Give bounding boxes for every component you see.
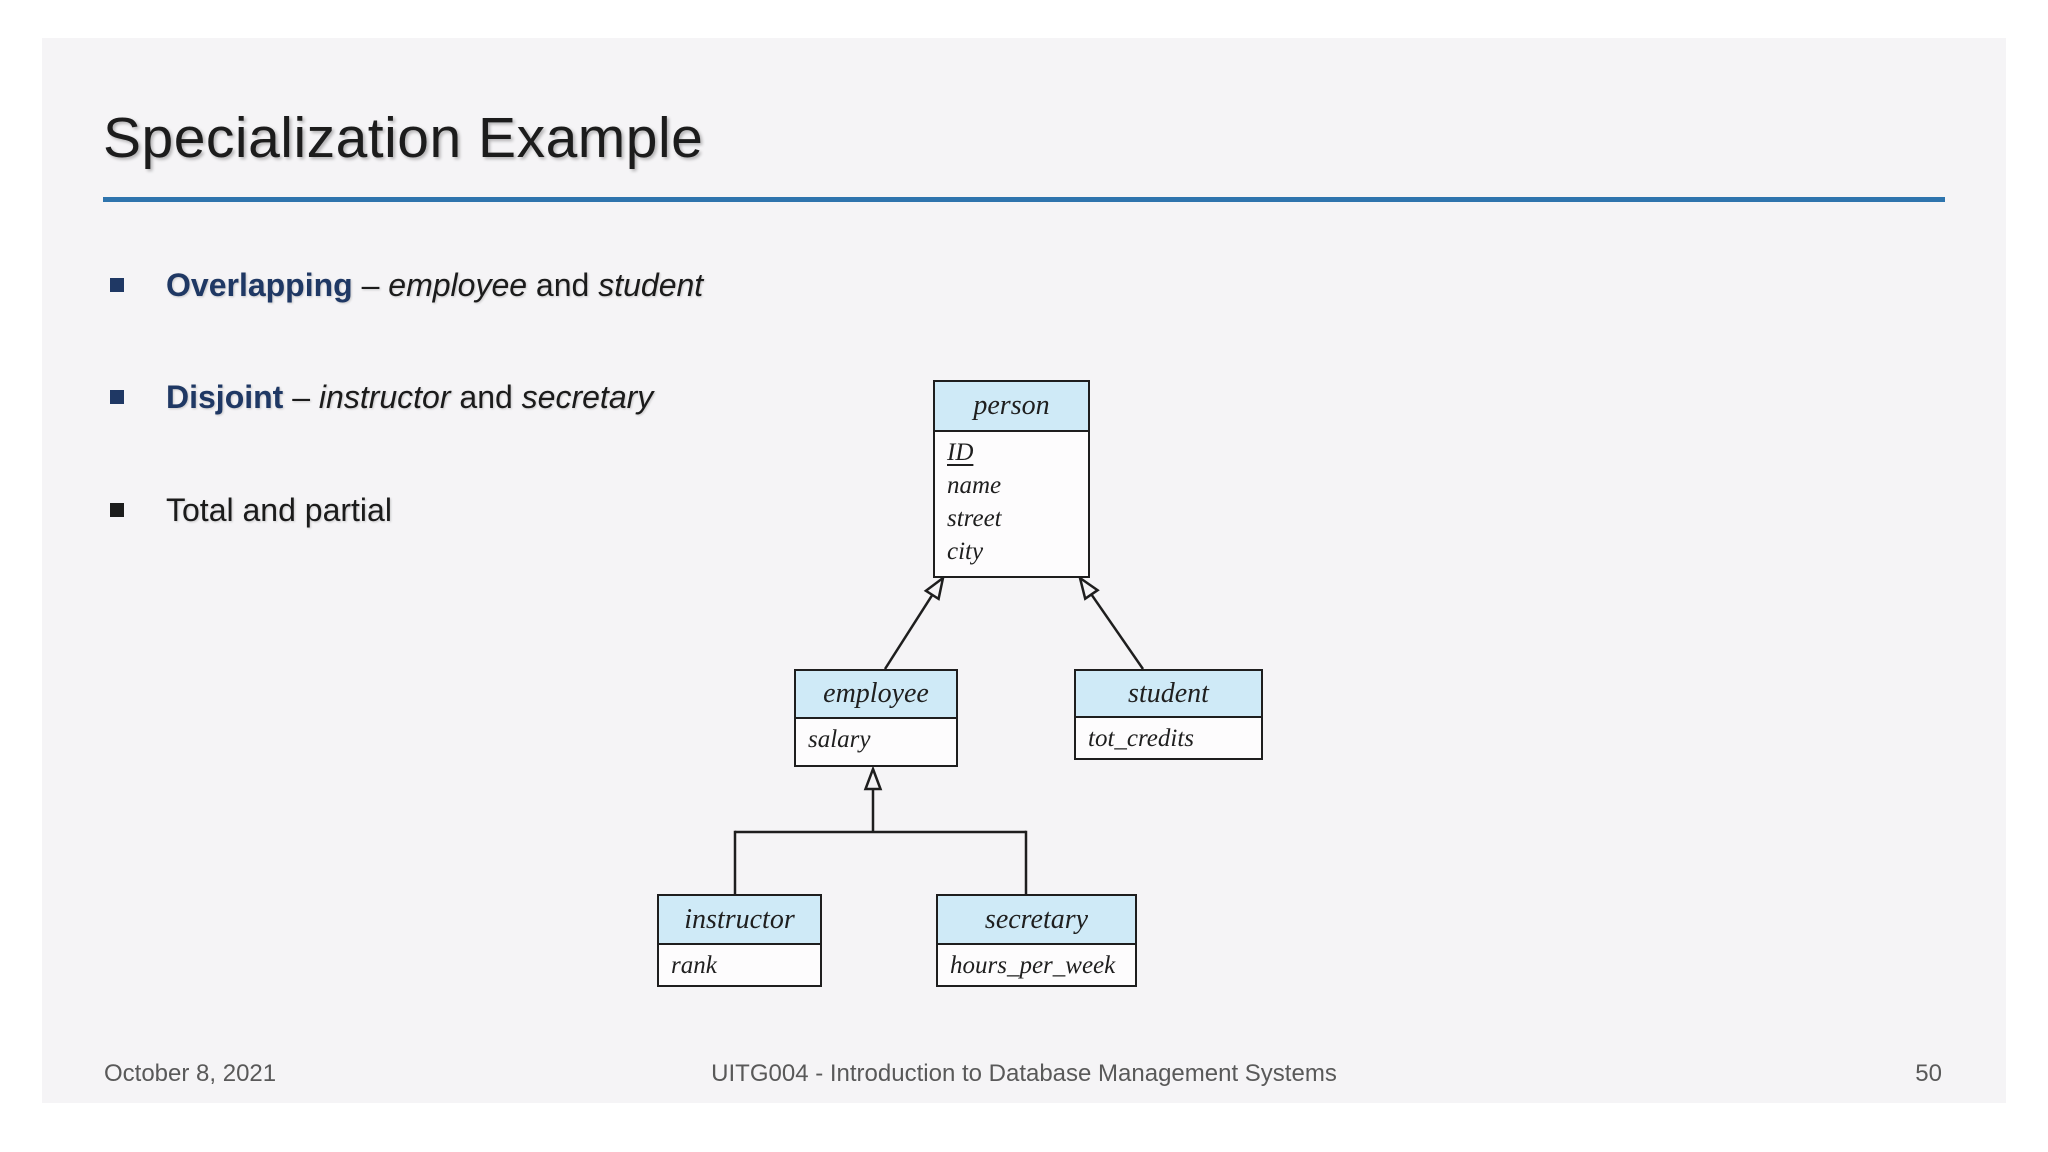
bullet-item-disjoint: Disjoint – instructor and secretary [110,377,1010,417]
entity-secretary: secretary hours_per_week [936,894,1137,987]
entity-header: secretary [938,896,1135,945]
entity-header: employee [796,671,956,719]
entity-header: person [935,382,1088,432]
bullet-term: student [598,267,704,303]
bullet-separator: – [283,379,319,415]
entity-attributes: rank [659,945,820,982]
entity-header: student [1076,671,1261,718]
bullet-conjunction: and [527,267,599,303]
bullet-keyword: Overlapping [166,267,353,303]
page-title: Specialization Example [103,106,704,170]
bullet-text: Total and partial [166,492,392,528]
entity-attributes: tot_credits [1076,718,1261,755]
bullet-item-overlapping: Overlapping – employee and student [110,265,1010,305]
entity-name: secretary [984,903,1089,935]
bullet-conjunction: and [450,379,522,415]
bullet-term: secretary [521,379,654,415]
entity-attribute: rank [671,952,717,979]
bullet-term: employee [388,267,528,303]
entity-attributes: salary [796,719,956,756]
bullet-term: instructor [318,379,451,415]
bullet-text: Overlapping – employee and student [166,265,703,305]
entity-attribute: tot_credits [1088,725,1195,752]
entity-attribute: salary [808,726,871,753]
entity-name: instructor [684,903,795,935]
entity-name: person [973,390,1050,421]
entity-employee: employee salary [794,669,958,767]
bullet-square-icon [110,390,124,404]
entity-attribute: city [947,538,984,565]
entity-instructor: instructor rank [657,894,822,987]
bullet-text: Disjoint – instructor and secretary [166,377,653,417]
title-underline [103,197,1945,202]
entity-attributes: ID name street city [935,432,1088,568]
entity-name: employee [823,678,929,709]
footer-page-number: 50 [1915,1060,1942,1087]
bullet-separator: – [352,267,389,303]
bullet-square-icon [110,503,124,517]
entity-header: instructor [659,896,820,945]
entity-student: student tot_credits [1074,669,1263,760]
entity-attribute: hours_per_week [950,952,1116,979]
entity-attribute-key: ID [947,439,974,466]
entity-name: student [1128,677,1209,709]
entity-person: person ID name street city [933,380,1090,578]
entity-attributes: hours_per_week [938,945,1135,982]
entity-attribute: name [947,472,1002,499]
footer-date: October 8, 2021 [104,1060,277,1087]
entity-attribute: street [947,505,1002,532]
footer-course-title: UITG004 - Introduction to Database Manag… [711,1060,1337,1087]
bullet-keyword: Disjoint [166,379,284,415]
bullet-square-icon [110,278,124,292]
bullet-item-total-partial: Total and partial [110,490,1010,530]
